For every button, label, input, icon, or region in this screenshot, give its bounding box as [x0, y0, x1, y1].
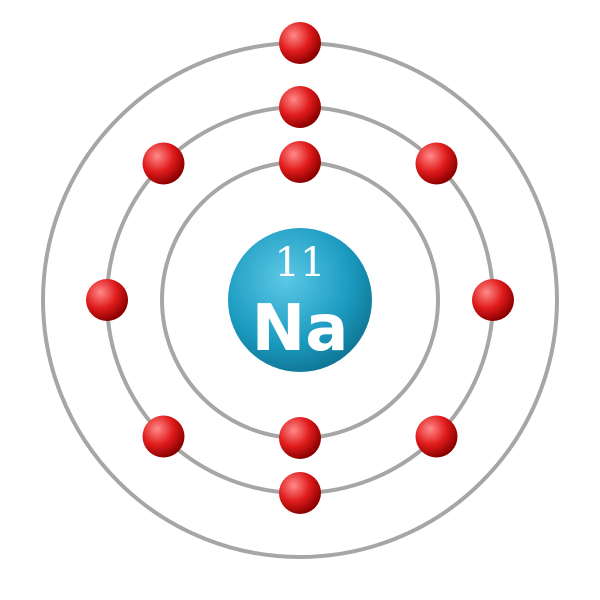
electron-shell-1-2 [279, 417, 321, 459]
electron-shell-3-1 [279, 22, 321, 64]
element-symbol: Na [252, 292, 349, 366]
electron-shell-2-4 [415, 415, 458, 458]
electron-shell-2-1 [279, 86, 321, 128]
electron-shell-2-2 [415, 142, 458, 185]
electron-shell-1-1 [279, 141, 321, 183]
electron-shell-2-3 [472, 279, 514, 321]
electron-shell-2-6 [142, 415, 185, 458]
nucleus [228, 228, 372, 372]
electron-shell-2-7 [86, 279, 128, 321]
electron-group [86, 22, 514, 514]
electron-shell-2-8 [142, 142, 185, 185]
electron-shell-2-5 [279, 472, 321, 514]
atomic-number: 11 [275, 240, 326, 286]
